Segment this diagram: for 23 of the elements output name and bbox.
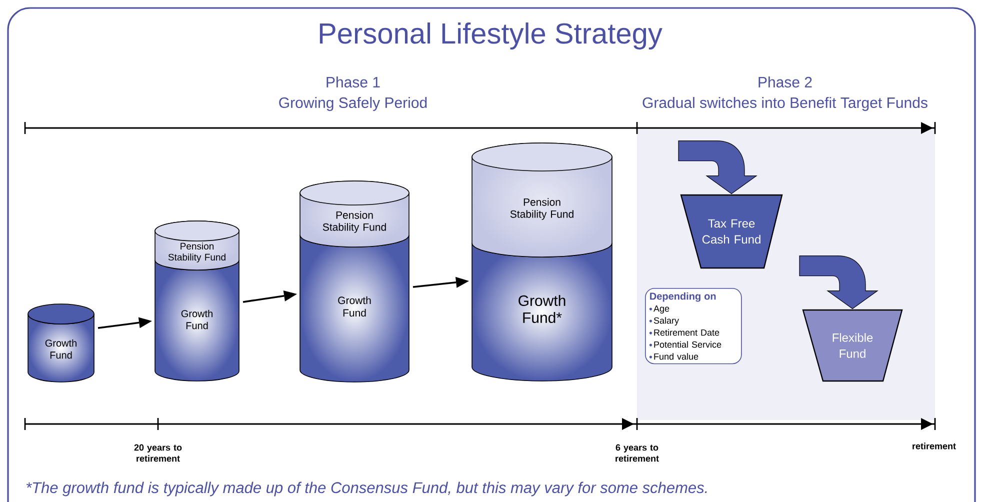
phase-label: Phase 1 bbox=[326, 76, 380, 88]
timeline-label: 6 years to retirement bbox=[616, 444, 659, 462]
cylinder: Growth Fund bbox=[28, 304, 94, 382]
arrow bbox=[242, 290, 297, 303]
timeline-label: retirement bbox=[912, 442, 956, 450]
cylinder: Pension Stability Fund Growth Fund bbox=[154, 220, 240, 382]
arrow bbox=[98, 317, 152, 329]
node-label: Pension Stability Fund bbox=[510, 198, 574, 220]
timeline-label: 20 years to retirement bbox=[134, 444, 182, 462]
curved-arrow bbox=[799, 256, 878, 310]
phase-label: Phase 2 bbox=[758, 76, 812, 88]
phase-label: Growing Safely Period bbox=[279, 97, 427, 111]
curved-arrow bbox=[678, 140, 757, 194]
footnote: *The growth fund is typically made up of the Consensus Fund, but this may vary for some schemes. bbox=[26, 482, 707, 496]
info-box: Depending on Age Salary Retirement Date Potential Service Fund value bbox=[645, 288, 742, 364]
node-label: Pension Stability Fund bbox=[322, 211, 386, 233]
trapezoid-box: Flexible Fund bbox=[802, 309, 903, 382]
title: Personal Lifestyle Strategy bbox=[320, 22, 662, 50]
cylinder: Pension Stability Fund Growth Fund bbox=[300, 180, 410, 382]
phase-label: Gradual switches into Benefit Target Funds bbox=[642, 97, 928, 111]
trapezoid-box: Tax Free Cash Fund bbox=[680, 194, 783, 269]
node-label: Pension bbox=[180, 242, 214, 250]
arrow bbox=[412, 276, 469, 288]
